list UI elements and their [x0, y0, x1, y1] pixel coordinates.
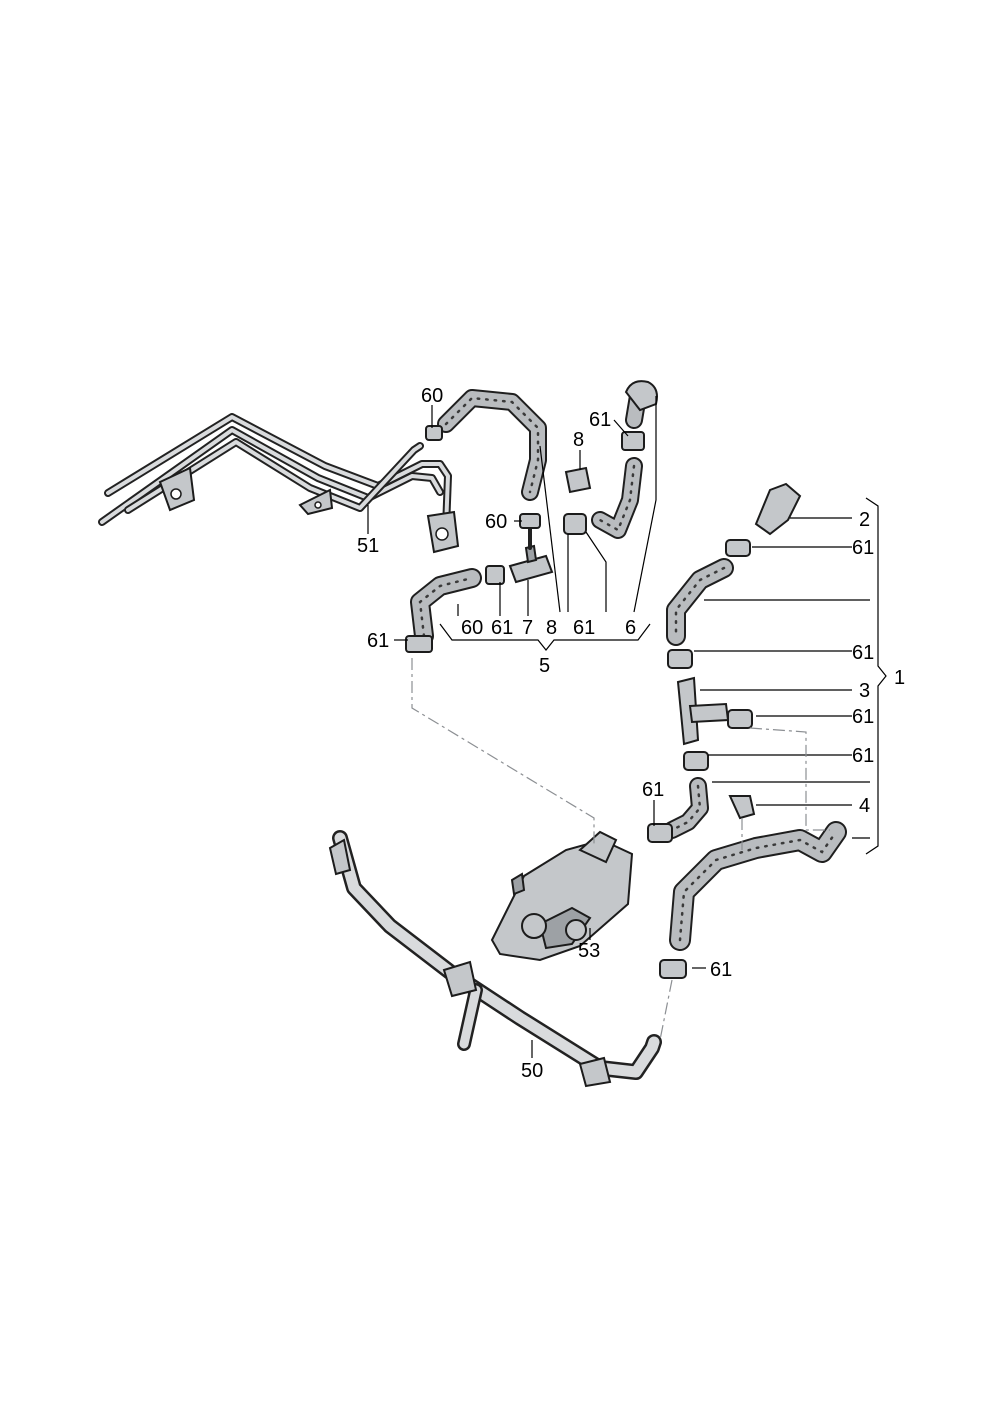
- label-1: 1: [894, 667, 905, 689]
- leader-lines: [367, 396, 887, 1058]
- label-61-upper: 61: [589, 409, 611, 431]
- label-8-group5: 8: [546, 617, 557, 639]
- hose-clamps-upper: [405, 425, 645, 653]
- hose-lower-right: [669, 821, 847, 951]
- part-labels: 60 8 61 51 60 61 60 61 7 8 61 6 5 2 61 6…: [357, 385, 905, 1082]
- label-61-r1: 61: [852, 537, 874, 559]
- label-61-group5b: 61: [573, 617, 595, 639]
- coolant-pump-53: [490, 830, 634, 962]
- coolant-pipe-bundle-51: [98, 413, 460, 554]
- label-60-mid: 60: [485, 511, 507, 533]
- label-5: 5: [539, 655, 550, 677]
- label-7: 7: [522, 617, 533, 639]
- label-6: 6: [625, 617, 636, 639]
- label-2: 2: [859, 509, 870, 531]
- connector-2: [754, 482, 802, 536]
- label-3: 3: [859, 680, 870, 702]
- label-4: 4: [859, 795, 870, 817]
- label-50: 50: [521, 1060, 543, 1082]
- label-61-lower: 61: [642, 779, 664, 801]
- label-61-r4: 61: [852, 745, 874, 767]
- label-8-upper: 8: [573, 429, 584, 451]
- label-61-left: 61: [367, 630, 389, 652]
- coolant-pipe-50: [328, 830, 662, 1088]
- label-60-group5: 60: [461, 617, 483, 639]
- hose-upper-left-60: [437, 389, 547, 501]
- connector-piece-7: [508, 518, 554, 584]
- hose-lower-left-60: [410, 568, 482, 646]
- hose-mid-right: [663, 777, 709, 839]
- hose-upper-right: [666, 558, 734, 646]
- label-61-group5: 61: [491, 617, 513, 639]
- hose-clamps-right: [647, 539, 756, 979]
- label-61-r2: 61: [852, 642, 874, 664]
- label-61-bottom: 61: [710, 959, 732, 981]
- t-connector-3: [676, 676, 730, 746]
- label-60-top: 60: [421, 385, 443, 407]
- label-53: 53: [578, 940, 600, 962]
- label-61-r3: 61: [852, 706, 874, 728]
- hose-elbow-6: [591, 380, 658, 539]
- label-51: 51: [357, 535, 379, 557]
- assembly-guide-lines: [411, 658, 830, 1041]
